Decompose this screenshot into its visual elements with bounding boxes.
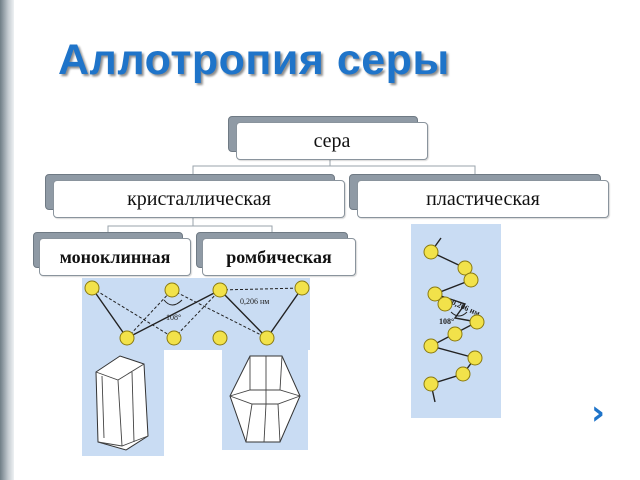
slide-title: Аллотропия серы bbox=[58, 36, 450, 84]
node-crystalline-label: кристаллическая bbox=[53, 180, 345, 218]
crown-bond-length-label: 0,206 нм bbox=[240, 297, 269, 306]
sulfur-atom bbox=[423, 338, 439, 354]
sulfur-atom bbox=[463, 272, 479, 288]
node-rhombic-label: ромбическая bbox=[202, 238, 356, 276]
node-monoclinic-label: моноклинная bbox=[39, 238, 191, 276]
node-plastic: пластическая bbox=[349, 174, 609, 218]
node-crystalline: кристаллическая bbox=[45, 174, 345, 218]
connector-root-crystalline bbox=[192, 158, 331, 178]
plastic-chain-diagram: 108° 0,206 нм bbox=[423, 237, 485, 403]
node-sulfur-label: сера bbox=[236, 122, 428, 160]
sulfur-atom bbox=[212, 282, 228, 298]
crown-angle-label: 108° bbox=[166, 313, 181, 322]
sulfur-atom bbox=[166, 330, 182, 346]
sulfur-atom bbox=[467, 350, 483, 366]
sulfur-atom bbox=[212, 330, 228, 346]
rhombic-crystal-shape bbox=[229, 355, 301, 443]
sulfur-atom bbox=[294, 280, 310, 296]
sulfur-atom bbox=[164, 282, 180, 298]
connector-crystalline-monoclinic bbox=[107, 216, 194, 236]
monoclinic-crystal-shape bbox=[95, 355, 149, 451]
sulfur-atom bbox=[119, 330, 135, 346]
chevron-right-icon[interactable]: › bbox=[590, 393, 605, 433]
crown-molecule-diagram: 108° 0,206 нм bbox=[84, 280, 310, 346]
sulfur-atom bbox=[423, 376, 439, 392]
node-plastic-label: пластическая bbox=[357, 180, 609, 218]
chain-angle-label: 108° bbox=[439, 317, 454, 326]
slide-edge-decoration bbox=[0, 0, 14, 480]
sulfur-atom bbox=[457, 260, 473, 276]
sulfur-atom bbox=[469, 314, 485, 330]
sulfur-atom bbox=[437, 296, 453, 312]
sulfur-atom bbox=[259, 330, 275, 346]
sulfur-atom bbox=[423, 244, 439, 260]
sulfur-atom bbox=[447, 326, 463, 342]
node-rhombic: ромбическая bbox=[196, 232, 356, 276]
sulfur-atom bbox=[84, 280, 100, 296]
sulfur-atom bbox=[427, 286, 443, 302]
node-sulfur: сера bbox=[228, 116, 428, 160]
sulfur-atom bbox=[455, 366, 471, 382]
node-monoclinic: моноклинная bbox=[33, 232, 191, 276]
